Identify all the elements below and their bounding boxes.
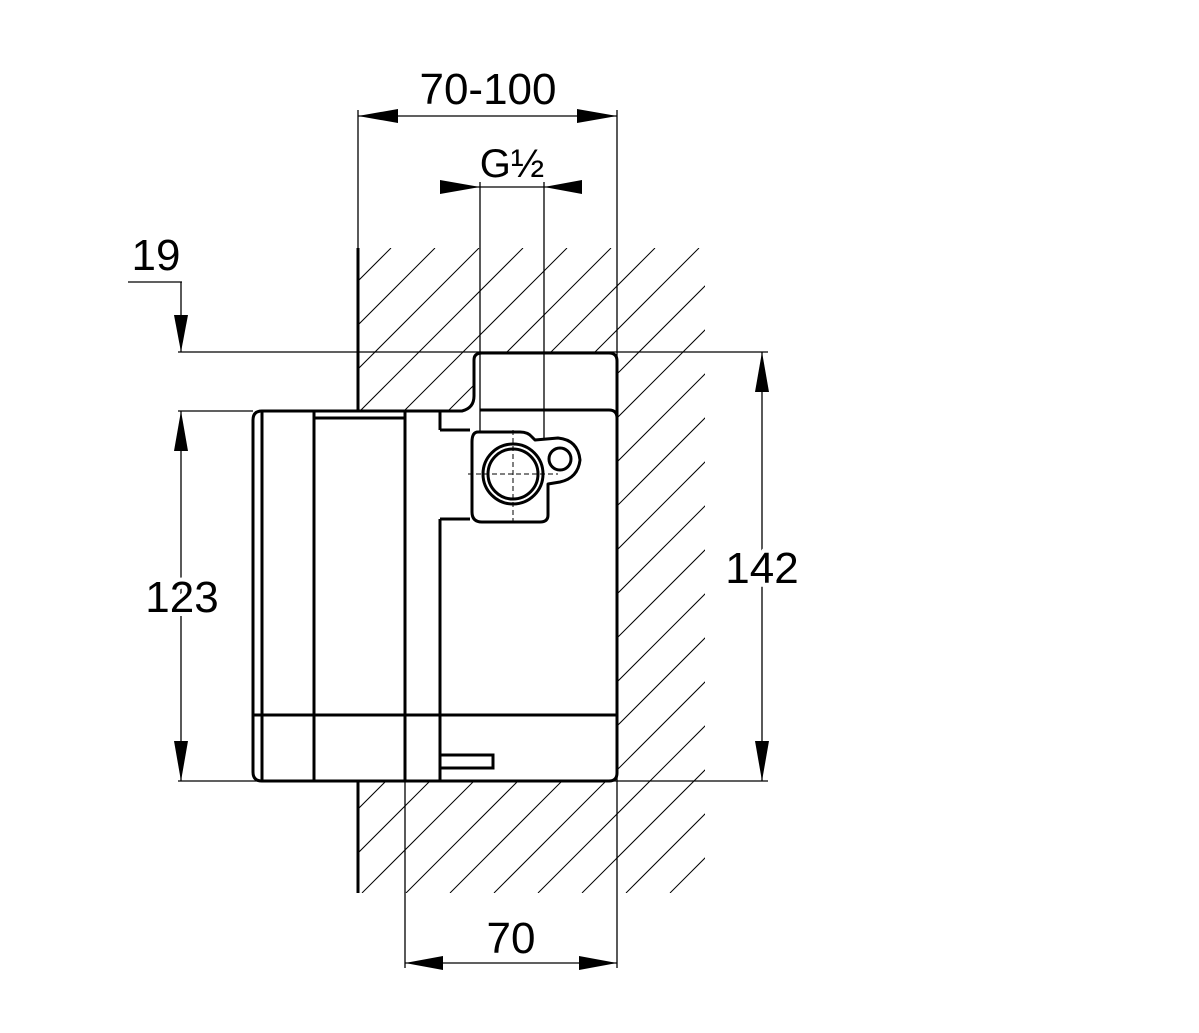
hatch-line	[358, 505, 705, 854]
hatch-line	[890, 248, 1199, 893]
hatch-line	[358, 248, 524, 414]
hatch-line	[449, 637, 705, 893]
dimension-thread: G½	[440, 142, 582, 194]
dimension-cover-offset: 19	[128, 231, 188, 352]
hatch-line	[361, 549, 705, 893]
dimension-mount-depth: 70-100	[358, 65, 617, 123]
cover-plate	[251, 409, 407, 783]
dimension-label-body-height: 142	[725, 544, 798, 593]
hatch-line	[934, 248, 1199, 893]
hatch-line	[1066, 248, 1199, 893]
extension-lines	[178, 110, 768, 968]
hatch-line	[758, 248, 1199, 893]
hatch-line	[1022, 248, 1199, 893]
hatch-line	[493, 681, 705, 893]
threaded-port	[468, 430, 582, 525]
valve-body	[251, 351, 619, 783]
dimension-label-thread: G½	[480, 142, 544, 186]
hatch-line	[802, 248, 1199, 893]
dimension-front-height: 123	[141, 411, 223, 781]
hatch-line	[405, 593, 705, 893]
hatch-line	[537, 725, 705, 893]
hatch-line	[358, 248, 480, 370]
dimension-label-front-height: 123	[145, 573, 218, 622]
hatch-line	[1110, 248, 1199, 893]
dimension-label-mount-depth: 70-100	[419, 65, 556, 114]
dimension-body-height: 142	[721, 352, 803, 781]
dimension-label-cover-offset: 19	[132, 231, 181, 280]
dimension-body-depth: 70	[405, 914, 617, 970]
hatch-line	[846, 248, 1199, 893]
dimension-label-body-depth: 70	[487, 914, 536, 963]
hatch-line	[581, 769, 705, 893]
hatch-line	[358, 248, 568, 458]
hatch-line	[625, 813, 705, 893]
hatch-line	[978, 248, 1199, 893]
hatch-line	[1154, 248, 1199, 893]
